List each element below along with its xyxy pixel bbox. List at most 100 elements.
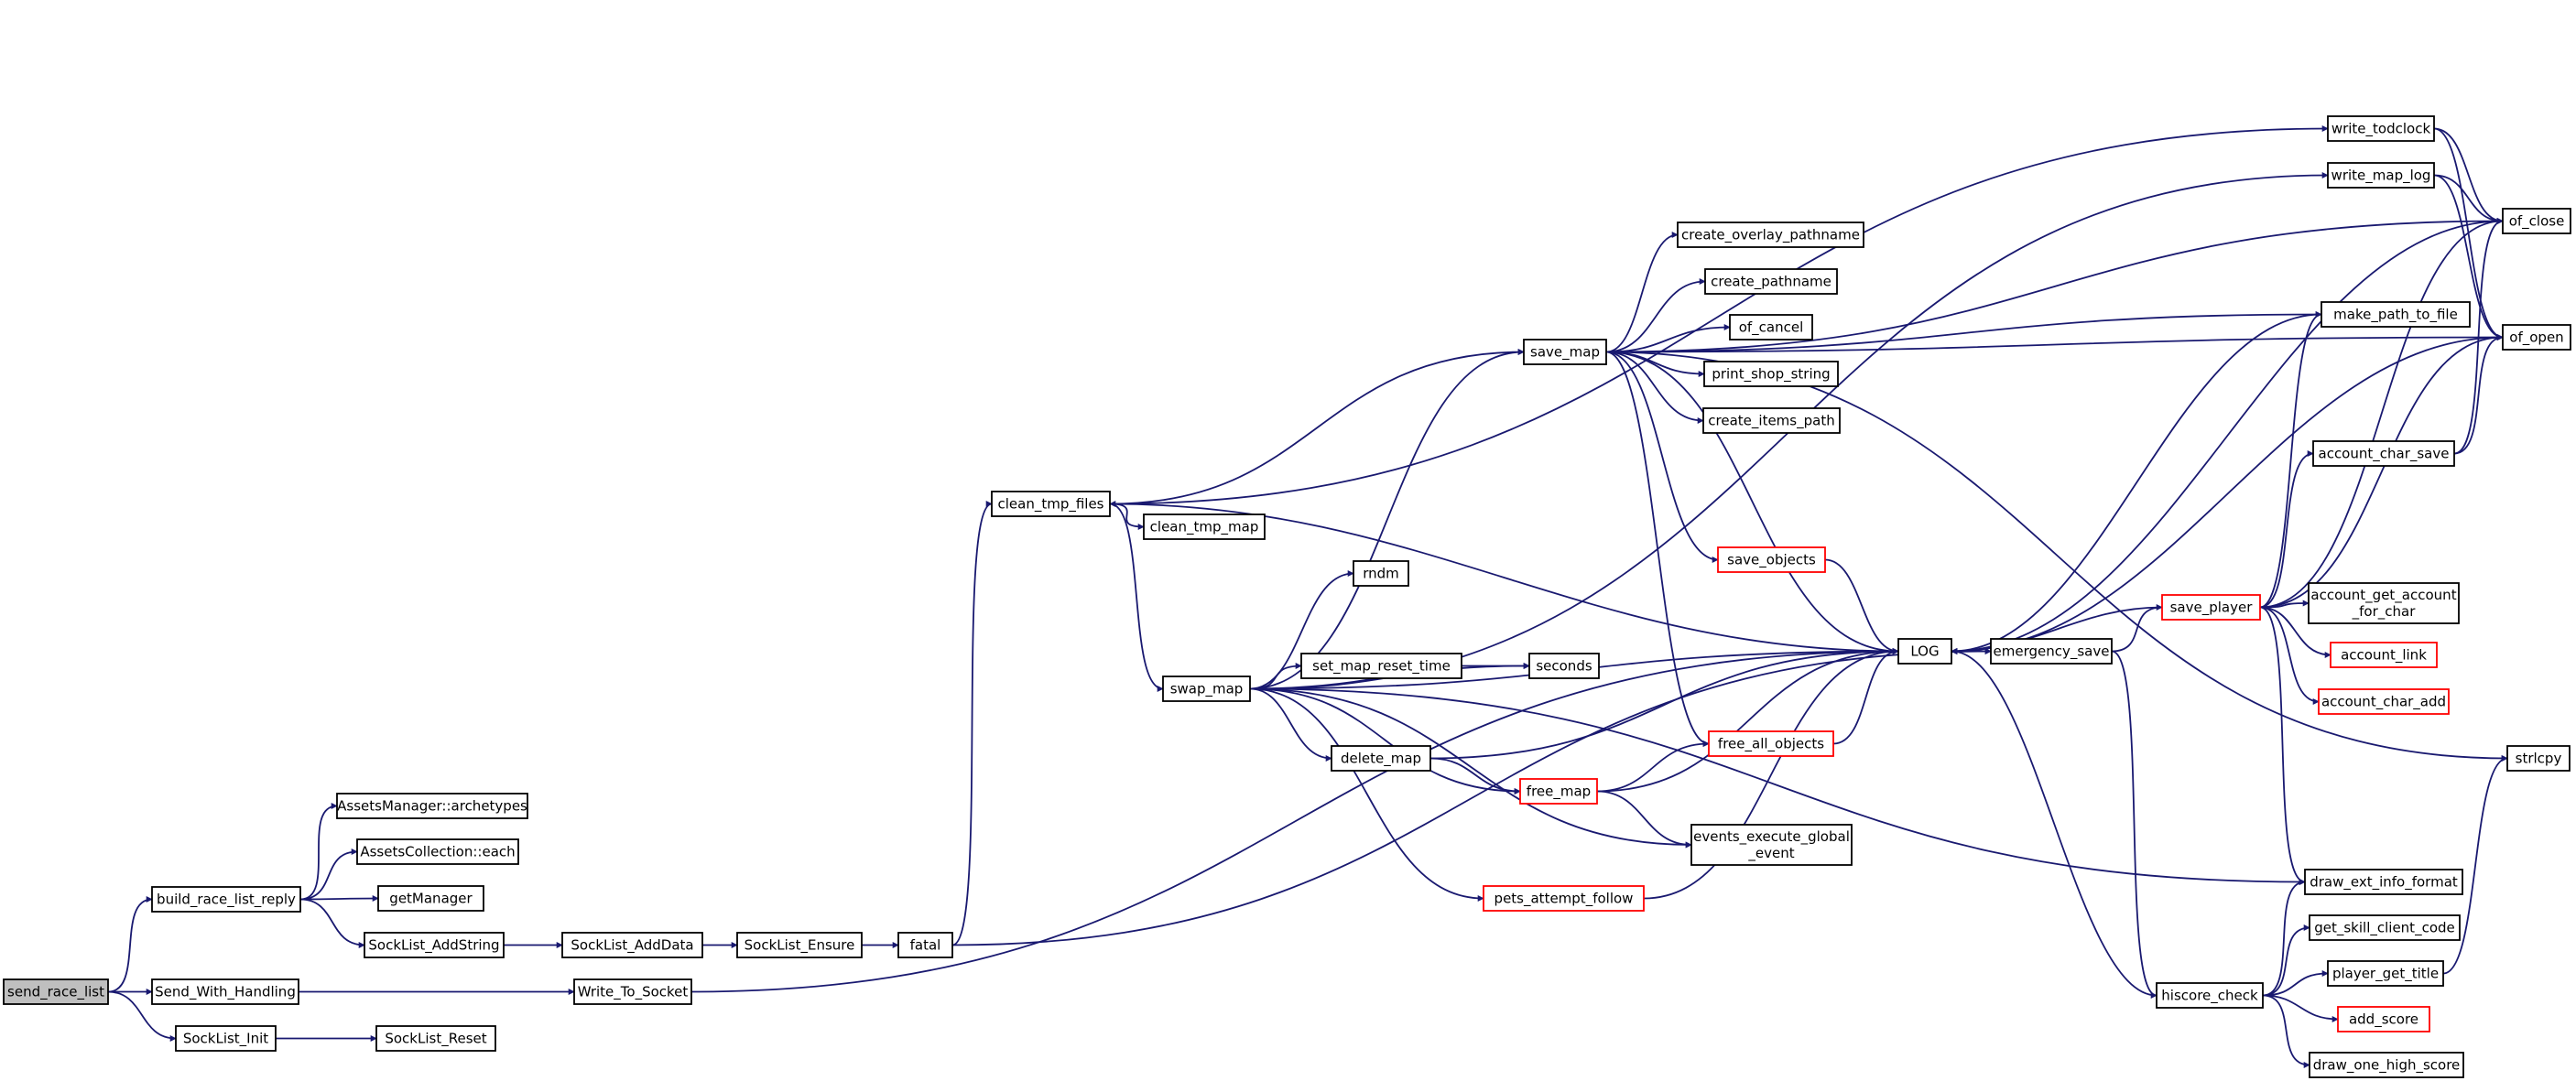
node-label: write_todclock — [2331, 121, 2431, 138]
node-write-to-socket[interactable]: Write_To_Socket — [573, 978, 692, 1005]
edge-swap-map-to-events-execute-global-event — [1249, 687, 1692, 849]
node-account-get-account-for-char[interactable]: account_get_account_for_char — [2308, 582, 2460, 624]
node-draw-one-high-score[interactable]: draw_one_high_score — [2309, 1052, 2464, 1078]
node-log[interactable]: LOG — [1897, 638, 1952, 665]
edge-save-player-to-account-char-save — [2259, 450, 2314, 609]
node-of-open[interactable]: of_open — [2502, 324, 2571, 351]
node-get-skill-client-code[interactable]: get_skill_client_code — [2309, 914, 2461, 941]
node-write-todclock[interactable]: write_todclock — [2327, 115, 2435, 142]
node-make-path-to-file[interactable]: make_path_to_file — [2321, 301, 2471, 328]
node-label: getManager — [389, 891, 473, 907]
node-send-with-handling[interactable]: Send_With_Handling — [151, 978, 299, 1005]
node-free-all-objects[interactable]: free_all_objects — [1708, 730, 1834, 757]
edge-swap-map-to-free-map — [1249, 687, 1521, 795]
node-label: pets_attempt_follow — [1495, 891, 1634, 908]
edge-save-player-to-draw-ext-info-format — [2259, 606, 2306, 885]
node-fatal[interactable]: fatal — [897, 932, 953, 958]
node-label: get_skill_client_code — [2314, 920, 2455, 937]
node-free-map[interactable]: free_map — [1519, 778, 1598, 805]
node-label: build_race_list_reply — [157, 892, 296, 909]
node-label: delete_map — [1341, 751, 1421, 768]
node-label: send_race_list — [7, 984, 104, 1001]
node-label: account_link — [2341, 647, 2427, 665]
node-of-cancel[interactable]: of_cancel — [1729, 314, 1813, 341]
node-socklist-ensure[interactable]: SockList_Ensure — [736, 932, 863, 958]
node-pets-attempt-follow[interactable]: pets_attempt_follow — [1483, 885, 1645, 912]
node-send-race-list[interactable]: send_race_list — [3, 978, 109, 1005]
node-write-map-log[interactable]: write_map_log — [2327, 162, 2435, 189]
node-swap-map[interactable]: swap_map — [1162, 676, 1251, 702]
node-box — [1519, 778, 1598, 805]
node-label: _for_char — [2352, 603, 2417, 621]
node-label: SockList_Reset — [385, 1031, 486, 1048]
node-of-close[interactable]: of_close — [2502, 208, 2571, 234]
node-create-pathname[interactable]: create_pathname — [1704, 268, 1838, 295]
node-seconds[interactable]: seconds — [1528, 653, 1600, 679]
node-label: strlcpy — [2516, 751, 2562, 767]
edge-emergency-save-to-save-player — [2111, 604, 2163, 653]
edge-save-player-to-account-link — [2259, 606, 2331, 658]
node-set-map-reset-time[interactable]: set_map_reset_time — [1300, 653, 1462, 679]
node-box — [2330, 642, 2438, 668]
edge-write-map-log-to-of-close — [2433, 174, 2504, 224]
node-label: LOG — [1910, 643, 1939, 660]
node-box — [1483, 885, 1645, 912]
node-strlcpy[interactable]: strlcpy — [2506, 745, 2571, 772]
node-account-char-add[interactable]: account_char_add — [2318, 688, 2450, 715]
node-box — [1143, 513, 1266, 540]
node-clean-tmp-files[interactable]: clean_tmp_files — [991, 491, 1111, 517]
edge-save-player-to-account-char-add — [2259, 606, 2320, 705]
node-print-shop-string[interactable]: print_shop_string — [1703, 361, 1839, 387]
node-save-player[interactable]: save_player — [2161, 594, 2261, 621]
edge-hiscore-check-to-draw-ext-info-format — [2262, 879, 2306, 997]
node-save-objects[interactable]: save_objects — [1717, 546, 1826, 573]
node-socklist-init[interactable]: SockList_Init — [175, 1025, 277, 1052]
node-box — [1162, 676, 1251, 702]
node-label: create_overlay_pathname — [1681, 227, 1860, 244]
node-label: draw_one_high_score — [2313, 1057, 2461, 1075]
edge-free-map-to-free-all-objects — [1596, 740, 1710, 793]
node-build-race-list-reply[interactable]: build_race_list_reply — [151, 886, 301, 913]
node-assetscollection-each[interactable]: AssetsCollection::each — [356, 838, 519, 865]
nodes: send_race_list build_race_list_replySend_… — [3, 115, 2571, 1078]
node-add-score[interactable]: add_score — [2337, 1006, 2430, 1032]
node-clean-tmp-map[interactable]: clean_tmp_map — [1143, 513, 1266, 540]
node-box — [2304, 869, 2463, 895]
node-socklist-reset[interactable]: SockList_Reset — [375, 1025, 496, 1052]
node-socklist-addstring[interactable]: SockList_AddString — [364, 932, 505, 958]
node-getmanager[interactable]: getManager — [377, 885, 484, 912]
node-label: set_map_reset_time — [1312, 658, 1451, 676]
node-box — [2321, 301, 2471, 328]
node-socklist-adddata[interactable]: SockList_AddData — [561, 932, 703, 958]
node-label: player_get_title — [2332, 966, 2439, 983]
node-box — [2312, 440, 2455, 467]
node-box — [1702, 407, 1841, 434]
node-label: emergency_save — [1994, 643, 2110, 661]
edge-swap-map-to-pets-attempt-follow — [1249, 687, 1484, 902]
node-account-char-save[interactable]: account_char_save — [2312, 440, 2455, 467]
node-draw-ext-info-format[interactable]: draw_ext_info_format — [2304, 869, 2463, 895]
node-account-link[interactable]: account_link — [2330, 642, 2438, 668]
edge-free-map-to-events-execute-global-event — [1596, 790, 1692, 849]
node-rndm[interactable]: rndm — [1353, 560, 1409, 587]
node-create-overlay-pathname[interactable]: create_overlay_pathname — [1677, 222, 1864, 248]
edge-make-path-to-file-to-log — [1951, 313, 2322, 654]
node-player-get-title[interactable]: player_get_title — [2327, 960, 2444, 987]
edge-build-race-list-reply-to-assetsmanager-archetypes — [299, 803, 338, 901]
node-create-items-path[interactable]: create_items_path — [1702, 407, 1841, 434]
node-save-map[interactable]: save_map — [1523, 339, 1607, 365]
edge-save-map-to-create-pathname — [1605, 278, 1706, 353]
edge-save-map-to-of-cancel — [1605, 324, 1731, 353]
node-events-execute-global-event[interactable]: events_execute_global_event — [1690, 824, 1853, 866]
node-hiscore-check[interactable]: hiscore_check — [2156, 982, 2264, 1009]
node-assetsmanager-archetypes[interactable]: AssetsManager::archetypes — [336, 793, 528, 819]
node-delete-map[interactable]: delete_map — [1331, 745, 1431, 772]
edge-clean-tmp-files-to-write-todclock — [1109, 125, 2329, 505]
node-box — [1677, 222, 1864, 248]
edge-swap-map-to-save-map — [1249, 349, 1525, 690]
node-label: Send_With_Handling — [155, 984, 296, 1001]
node-emergency-save[interactable]: emergency_save — [1990, 638, 2113, 665]
node-box — [1690, 824, 1853, 866]
node-box — [561, 932, 703, 958]
